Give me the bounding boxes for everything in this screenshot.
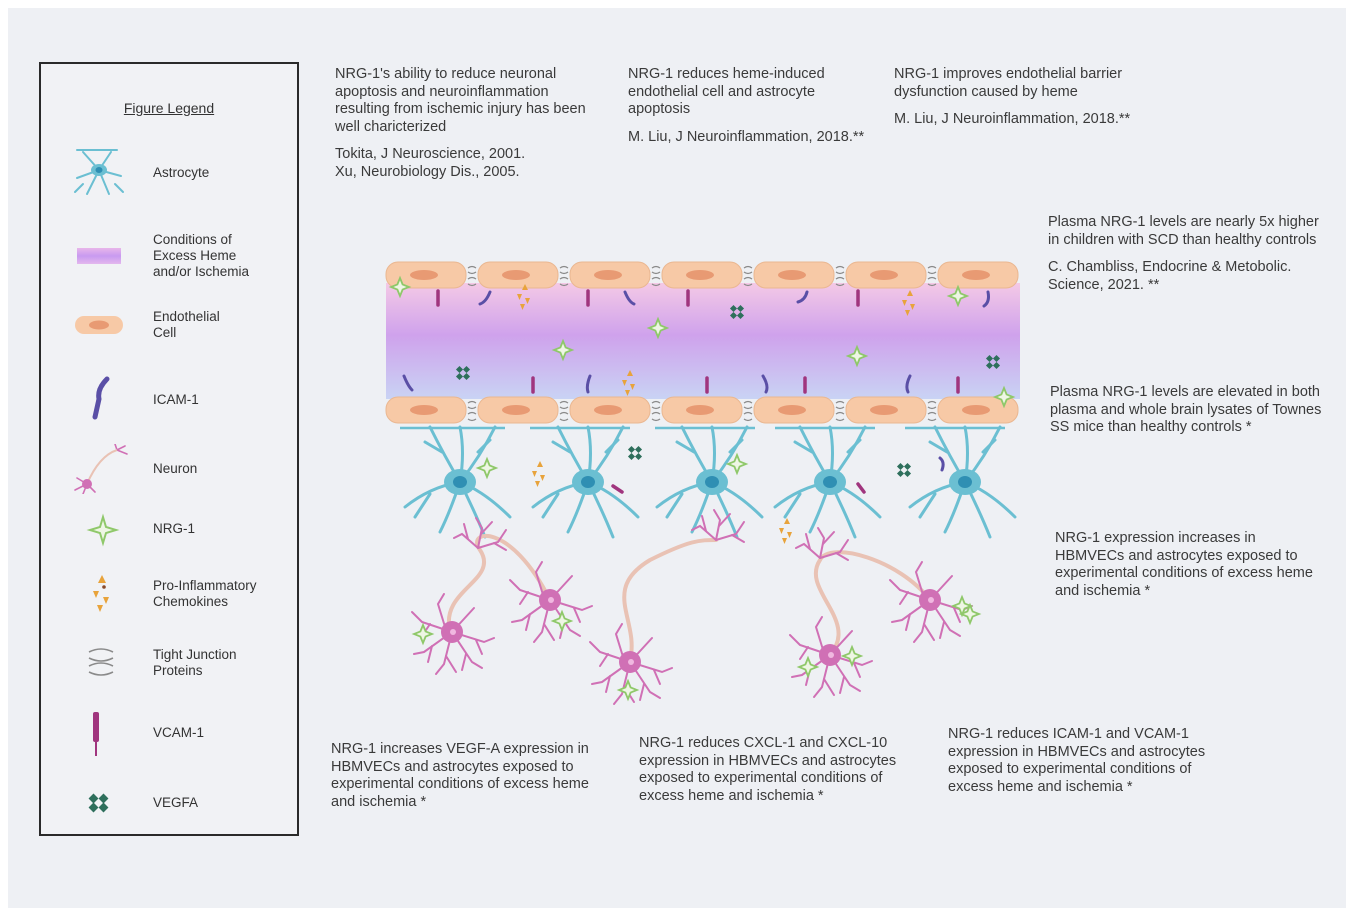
- endothelial-cell: [386, 397, 466, 423]
- tight-junction: [468, 267, 476, 286]
- tight-junction: [836, 267, 844, 286]
- endothelial-cell: [662, 262, 742, 288]
- tight-junction: [652, 267, 660, 286]
- endothelial-cell: [478, 397, 558, 423]
- endothelial-cell: [754, 397, 834, 423]
- endothelial-cell: [570, 262, 650, 288]
- endothelial-cell: [846, 262, 926, 288]
- tight-junction: [560, 402, 568, 421]
- vessel-lumen: [386, 283, 1020, 399]
- tight-junction: [652, 402, 660, 421]
- endothelial-row-top: [386, 262, 1018, 288]
- tight-junction: [928, 402, 936, 421]
- endothelial-cell: [846, 397, 926, 423]
- tight-junction: [744, 402, 752, 421]
- endothelial-row-bottom: [386, 397, 1018, 423]
- endothelial-cell: [754, 262, 834, 288]
- tight-junction: [928, 267, 936, 286]
- neuron-axons: [449, 536, 930, 660]
- endothelial-cell: [938, 262, 1018, 288]
- astrocytes: [405, 427, 1015, 537]
- tight-junction: [744, 267, 752, 286]
- endothelial-cell: [570, 397, 650, 423]
- endothelial-cell: [662, 397, 742, 423]
- endothelial-cell: [478, 262, 558, 288]
- tight-junction: [836, 402, 844, 421]
- tight-junction: [468, 402, 476, 421]
- tight-junction: [560, 267, 568, 286]
